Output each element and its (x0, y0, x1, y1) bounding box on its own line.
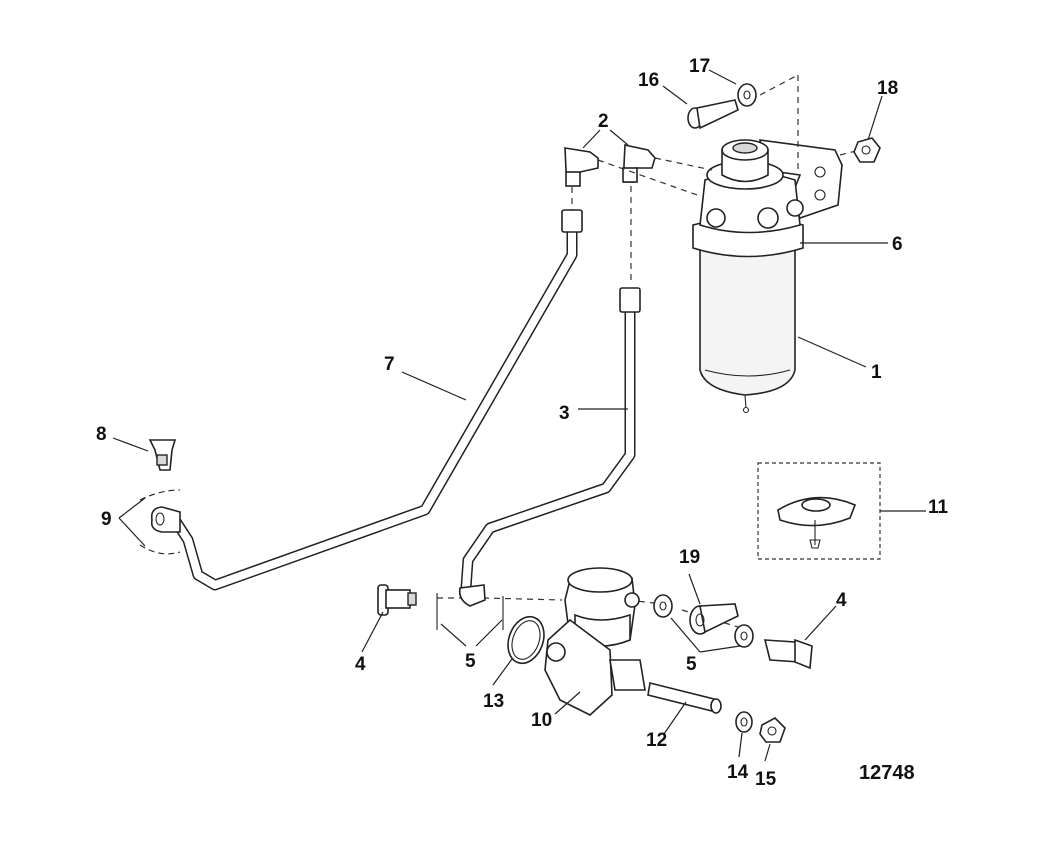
callout-2: 2 (598, 111, 609, 132)
callout-7: 7 (384, 354, 395, 375)
fuel-pump-10 (544, 567, 646, 716)
callout-9: 9 (101, 509, 112, 530)
callout-13: 13 (483, 691, 504, 712)
fuel-filter-assembly (692, 139, 843, 414)
fitting-8 (148, 439, 177, 471)
washer-17 (737, 83, 757, 107)
fuel-line-7 (150, 209, 583, 591)
callout-14: 14 (727, 762, 749, 783)
o-ring-13 (507, 615, 545, 665)
fitting-4-left (377, 584, 417, 616)
nut-18 (853, 137, 881, 163)
screw-16 (687, 99, 739, 130)
callout-12: 12 (646, 730, 667, 751)
callout-17: 17 (689, 56, 710, 77)
callout-1: 1 (871, 362, 882, 383)
callout-19: 19 (679, 547, 700, 568)
callout-4-left: 4 (355, 654, 366, 675)
washer-5-b (734, 624, 754, 648)
elbow-fittings (564, 144, 656, 187)
callout-10: 10 (531, 710, 552, 731)
leader-lines (112, 69, 926, 762)
fitting-19 (689, 603, 739, 635)
callout-labels: 1 2 3 4 4 5 5 6 7 8 9 10 11 12 13 14 15 … (96, 56, 949, 790)
stud-12 (647, 682, 722, 714)
fuel-line-3 (458, 287, 641, 607)
inset-element-11 (757, 462, 881, 560)
callout-6: 6 (892, 234, 903, 255)
callout-5-right: 5 (686, 654, 697, 675)
callout-3: 3 (559, 403, 570, 424)
washer-14 (735, 711, 753, 733)
figure-number: 12748 (859, 762, 915, 784)
callout-11: 11 (928, 497, 949, 518)
washer-5-a (653, 594, 673, 618)
callout-18: 18 (877, 78, 898, 99)
fitting-4-right (763, 638, 813, 670)
callout-15: 15 (755, 769, 777, 790)
nut-15 (759, 717, 786, 743)
callout-5-left: 5 (465, 651, 476, 672)
callout-4-right: 4 (836, 590, 847, 611)
callout-16: 16 (638, 70, 659, 91)
callout-8: 8 (96, 424, 107, 445)
